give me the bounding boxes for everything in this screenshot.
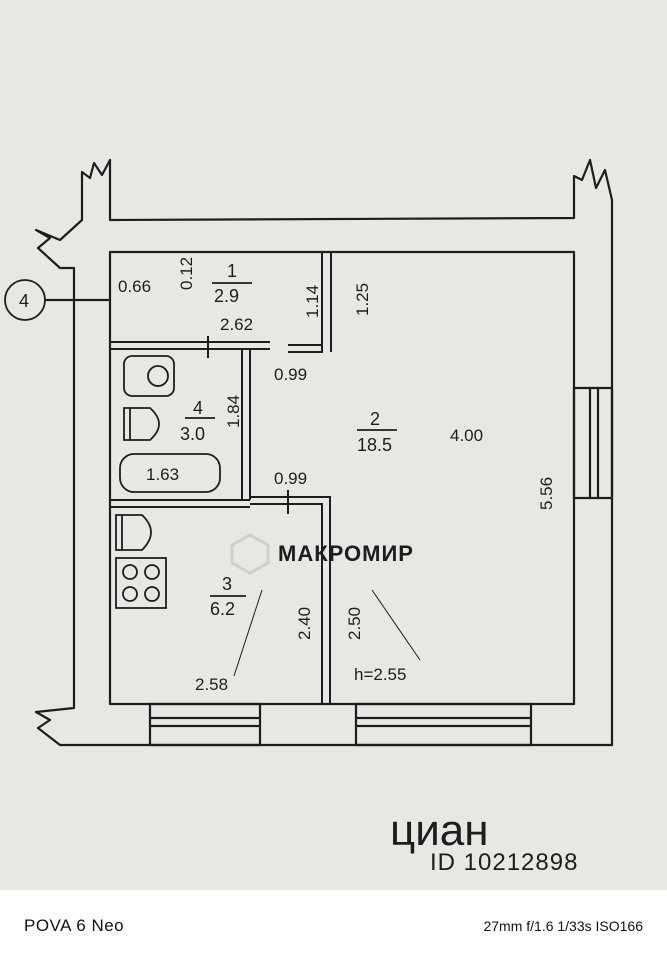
- ceiling-height: h=2.55: [354, 665, 406, 684]
- dim-1-25: 1.25: [353, 283, 372, 316]
- dim-2-40: 2.40: [295, 607, 314, 640]
- makromir-watermark: МАКРОМИР: [230, 533, 414, 575]
- outer-wall: [34, 158, 614, 747]
- wall-marker-circle: [4, 279, 46, 321]
- wall-marker-label: 4: [19, 291, 29, 311]
- kitchen-wall: [250, 496, 331, 704]
- dim-0-99-top: 0.99: [274, 365, 307, 384]
- inner-wall: [108, 250, 576, 706]
- room-1-number: 1: [227, 261, 237, 281]
- window-bottom-right: [354, 702, 533, 747]
- dim-0-66: 0.66: [118, 277, 151, 296]
- wall-bath-kitchen: [110, 499, 250, 508]
- window-bottom-left: [148, 702, 262, 747]
- camera-model: POVA 6 Neo: [24, 916, 125, 935]
- bathtub-fixture: [119, 453, 221, 493]
- camera-footer: POVA 6 Neo 27mm f/1.6 1/33s ISO166: [0, 890, 667, 960]
- window-right: [572, 386, 614, 500]
- room-4-area: 3.0: [180, 424, 205, 444]
- dim-1-63: 1.63: [146, 465, 179, 484]
- toilet-fixture: [123, 407, 160, 441]
- stove-fixture: [115, 557, 167, 609]
- camera-exif: 27mm f/1.6 1/33s ISO166: [483, 918, 643, 934]
- dim-2-62: 2.62: [220, 315, 253, 334]
- kitchen-sink-fixture: [115, 514, 152, 551]
- dim-1-14: 1.14: [303, 285, 322, 318]
- bathroom-wall: [241, 349, 251, 500]
- dim-5-56: 5.56: [537, 477, 556, 510]
- closet-wall: [288, 252, 332, 353]
- room-4-number: 4: [193, 398, 203, 418]
- floor-plan: МАКРОМИР циан ID 10212898 4 1 2.9 2 18.5…: [4, 158, 614, 876]
- watermark-brand-text: МАКРОМИР: [278, 541, 414, 566]
- dim-1-84: 1.84: [224, 395, 243, 428]
- sink-fixture: [123, 355, 175, 397]
- dim-0-99-bottom: 0.99: [274, 469, 307, 488]
- room-1-area: 2.9: [214, 286, 239, 306]
- dim-2-58: 2.58: [195, 675, 228, 694]
- floor-plan-photo: МАКРОМИР циан ID 10212898 4 1 2.9 2 18.5…: [0, 0, 667, 890]
- room-3-number: 3: [222, 574, 232, 594]
- room-2-number: 2: [370, 409, 380, 429]
- dim-2-50: 2.50: [345, 607, 364, 640]
- dim-4-00: 4.00: [450, 426, 483, 445]
- wall-hall-bath: [110, 341, 270, 350]
- dim-0-12: 0.12: [177, 257, 196, 290]
- cian-watermark-text: циан: [390, 806, 489, 855]
- cian-id-watermark-text: ID 10212898: [430, 849, 578, 876]
- room-3-area: 6.2: [210, 599, 235, 619]
- room-2-area: 18.5: [357, 435, 392, 455]
